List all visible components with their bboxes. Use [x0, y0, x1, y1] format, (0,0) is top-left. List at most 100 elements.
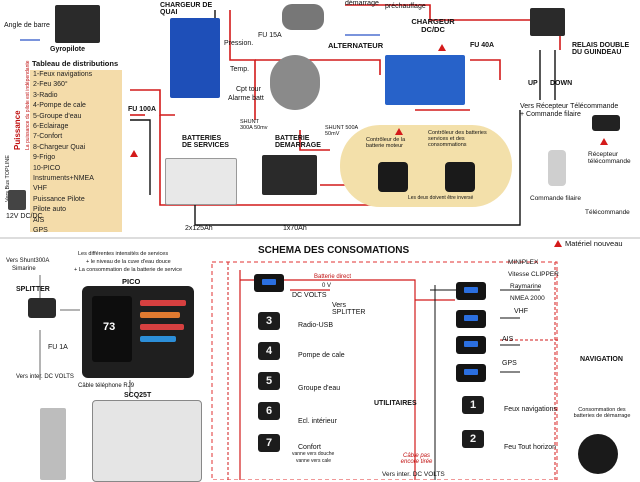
gps-label: GPS	[502, 360, 517, 367]
batteries-services-icon	[165, 158, 237, 205]
bat-demarrage-capacity: 1x70Ah	[283, 225, 307, 232]
pression-label: Pression.	[224, 40, 254, 47]
simarine-label: Simarine	[12, 266, 36, 272]
panel-item: 1-Feux navigations	[33, 71, 93, 78]
panel-item: Instruments+NMEA	[33, 175, 94, 183]
panel-item: Pilote auto	[33, 206, 67, 214]
puissance-label: Puissance	[13, 110, 22, 150]
panel-item: 4-Pompe de cale	[33, 102, 86, 110]
fu100-label: FU 100A	[128, 106, 157, 113]
controleur-note-label: Les deux doivent être inversé	[408, 195, 474, 201]
switch-label: Pompe de cale	[298, 352, 345, 359]
description-line-3: + La consommation de la batterie de serv…	[74, 267, 183, 273]
controller-services-screen	[445, 162, 475, 192]
switch-vhf[interactable]	[456, 310, 486, 328]
commande-filaire-top-label: + Commande filaire	[520, 111, 581, 118]
panel-item: VHF	[33, 185, 47, 193]
batterie-demarrage-label: BATTERIE DEMARRAGE	[275, 135, 321, 150]
vers-inter-left-label: Vers inter. DC VOLTS	[16, 374, 74, 380]
scq-module-icon	[92, 400, 202, 482]
switch-label: Groupe d'eau	[298, 385, 341, 392]
angle-de-barre-label: Angle de barre	[4, 22, 50, 29]
panel-item: 2-Feu 360°	[33, 81, 68, 89]
consommation-label: Consommation des batteries de démarrage	[573, 407, 631, 419]
panel-item: 10-PICO	[33, 164, 61, 172]
scq-label: SCQ25T	[124, 392, 152, 399]
demarreur-motor-icon	[282, 4, 324, 30]
dc-volts-label: DC VOLTS	[292, 292, 327, 299]
miniplex-label: MINIPLEX	[508, 259, 539, 266]
commande-filaire-label: Commande filaire	[530, 195, 581, 202]
cable-pas-tiree-label: Câble pas encore tirée	[400, 453, 433, 466]
fu1-label: FU 1A	[48, 344, 68, 351]
materiel-nouveau-label: Matériel nouveau	[565, 239, 623, 248]
feux-navigations-label: Feux navigations	[504, 406, 557, 413]
switch-feux-navigations[interactable]: 1	[462, 396, 484, 414]
confort-sub-1: vanne vers douche	[292, 451, 335, 457]
pico-bar	[140, 336, 176, 342]
panel-item: 9-Frigo	[33, 154, 56, 162]
vitesse-label: Vitesse CLIPPER	[508, 271, 559, 278]
dcdc-label: 12V DC/DC	[6, 213, 43, 220]
panel-item: 5-Groupe d'eau	[33, 112, 82, 120]
shunt300-label: SHUNT 300A 50mv	[240, 119, 268, 131]
controleur-moteur-label: Contrôleur de la batterie moteur	[366, 137, 406, 149]
panel-item: Puissance Pilote	[33, 195, 85, 203]
warning-icon	[130, 150, 138, 157]
batterie-demarrage-icon	[262, 155, 317, 195]
water-tank-sensor-icon	[40, 408, 66, 480]
switch-ecl-interieur[interactable]: 6	[258, 402, 280, 420]
dc-volts-switch[interactable]	[254, 274, 284, 292]
chargeur-quai-label: CHARGEUR DE QUAI	[160, 2, 213, 17]
vers-recepteur-label: Vers Récepteur Télécommande	[520, 103, 619, 110]
schema-title: SCHEMA DES CONSOMATIONS	[258, 245, 410, 256]
controleur-services-label: Contrôleur des batteries services et des…	[428, 130, 487, 148]
cable-rj9-label: Câble téléphone RJ9	[78, 383, 135, 389]
switch-feu-tout-horizon[interactable]: 2	[462, 430, 484, 448]
switch-label: Radio-USB	[298, 322, 334, 329]
panel-item: 7-Confort	[33, 133, 63, 141]
cpt-tour-label: Cpt tour	[236, 86, 261, 93]
switch-groupe-eau[interactable]: 5	[258, 372, 280, 390]
panel-item: GPS	[33, 227, 48, 235]
batterie-direct-label: Batterie direct	[314, 274, 352, 280]
panel-item: 3-Radio	[33, 91, 58, 99]
demarrage-label: démarrage	[345, 0, 379, 7]
panel-item: 6-Eclairage	[33, 123, 69, 131]
switch-instruments[interactable]	[456, 282, 486, 300]
alternateur-icon	[270, 55, 320, 110]
gyropilote-label: Gyropilote	[50, 46, 86, 53]
dcdc-converter-icon	[8, 190, 26, 210]
switch-gps[interactable]	[456, 364, 486, 382]
switch-ais[interactable]	[456, 336, 486, 354]
up-label: UP	[528, 80, 538, 87]
chargeur-dcdc-label: CHARGEUR DC/DC	[411, 17, 455, 34]
navigation-label: NAVIGATION	[580, 356, 623, 363]
warning-icon	[395, 128, 403, 135]
pico-bar	[140, 324, 184, 330]
fu15-label: FU 15A	[258, 32, 282, 39]
switch-radio-usb[interactable]: 3	[258, 312, 280, 330]
batteries-services-label: BATTERIES DE SERVICES	[182, 135, 229, 150]
pico-label: PICO	[122, 277, 141, 286]
distribution-panel: 1-Feux navigations 2-Feu 360° 3-Radio 4-…	[30, 70, 122, 234]
relais-label: RELAIS DOUBLE DU GUINDEAU	[572, 42, 630, 57]
warning-icon	[554, 240, 562, 247]
vhf-label: VHF	[514, 308, 528, 315]
splitter-label: SPLITTER	[16, 286, 50, 293]
bat-services-capacity: 2x125Ah	[185, 225, 213, 232]
controller-moteur-screen	[378, 162, 408, 192]
vers-inter-bottom-label: Vers inter. DC VOLTS	[382, 471, 445, 478]
alarme-batt-label: Alarme batt	[228, 95, 264, 102]
switch-label: Ecl. intérieur	[298, 418, 337, 425]
telecommande-receiver-icon	[592, 115, 620, 131]
ais-label: AIS	[502, 336, 514, 343]
shunt500-label: SHUNT 500A 50mV	[325, 125, 358, 137]
switch-confort[interactable]: 7	[258, 434, 280, 452]
switch-label: Confort	[298, 444, 321, 451]
switch-pompe-cale[interactable]: 4	[258, 342, 280, 360]
warning-icon	[600, 138, 608, 145]
pico-bar	[140, 312, 180, 318]
pico-screen	[92, 296, 132, 362]
puissance-sub-label: La puissance du pilote est indépendante	[25, 60, 31, 150]
